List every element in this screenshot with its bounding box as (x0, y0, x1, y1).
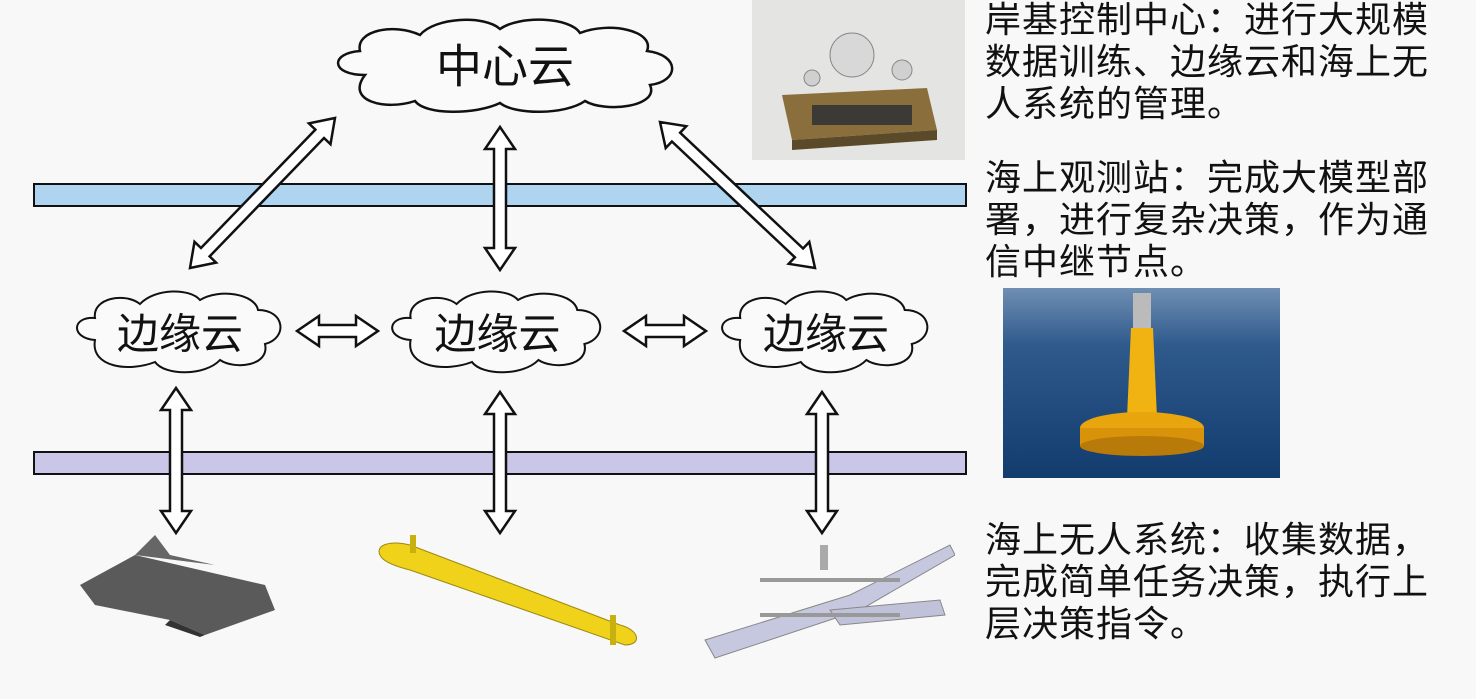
cloud-icon (336, 18, 674, 113)
double-arrow-edge-left-middle (294, 313, 381, 349)
edge-cloud-left: 边缘云 (70, 288, 290, 376)
edge-cloud-middle: 边缘云 (385, 288, 610, 376)
double-arrow-center-left (188, 116, 337, 270)
center-cloud: 中心云 (325, 15, 685, 115)
double-arrow-edge-middle-auv (482, 389, 518, 536)
center-cloud-label: 中心云 (436, 39, 574, 94)
edge-cloud-label: 边缘云 (434, 309, 561, 359)
double-arrow-center-right (658, 120, 817, 270)
edge-cloud-label: 边缘云 (762, 309, 889, 359)
edge-cloud-right: 边缘云 (715, 288, 937, 376)
double-arrow-edge-middle-right (621, 313, 709, 349)
ocean-station-description: 海上观测站：完成大模型部署，进行复杂决策，作为通信中继节点。 (985, 158, 1430, 283)
cloud-icon (76, 290, 282, 374)
double-arrow-center-middle (482, 124, 518, 273)
cloud-icon (721, 290, 929, 374)
shore-control-center-description: 岸基控制中心：进行大规模数据训练、边缘云和海上无人系统的管理。 (985, 0, 1430, 125)
underwater-vehicle-image (378, 535, 637, 646)
edge-cloud-label: 边缘云 (116, 309, 243, 359)
ocean-observation-buoy-image (1003, 288, 1280, 478)
cloud-icon (391, 290, 602, 374)
double-arrow-edge-right-uav (804, 389, 840, 536)
double-arrow-edge-left-vessel (158, 385, 194, 536)
unmanned-system-description: 海上无人系统：收集数据，完成简单任务决策，执行上层决策指令。 (985, 520, 1430, 645)
unmanned-surface-vessel-image (80, 535, 275, 637)
uav-image (704, 544, 955, 659)
shore-control-center-image (752, 0, 965, 160)
